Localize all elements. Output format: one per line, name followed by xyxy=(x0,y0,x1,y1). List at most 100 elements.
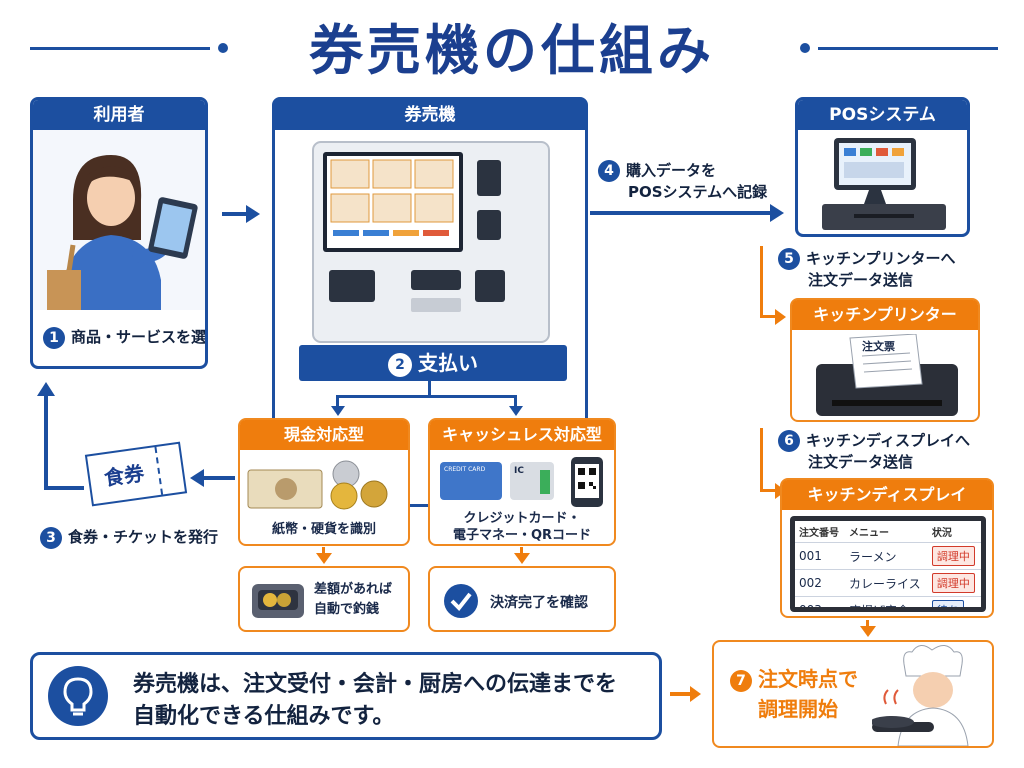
ticket-icon: 食券 xyxy=(84,441,188,507)
col-order-no: 注文番号 xyxy=(795,521,845,543)
row-order-no: 002 xyxy=(795,569,845,597)
title-line-right xyxy=(818,47,998,50)
col-menu: メニュー xyxy=(844,521,928,543)
step-5-line-1: キッチンプリンターへ xyxy=(806,249,956,268)
pos-box-header: POSシステム xyxy=(798,100,967,130)
arrow-ticket-up-head xyxy=(37,382,55,396)
arrow-user-to-machine-head xyxy=(246,205,260,223)
status-badge: 調理中 xyxy=(931,573,975,593)
pos-to-printer-head xyxy=(775,309,786,325)
status-badge: 調理中 xyxy=(931,546,975,566)
credit-card-icon: CREDIT CARD xyxy=(440,462,502,500)
credit-card-label: CREDIT CARD xyxy=(444,466,486,473)
cook-line-1: 注文時点で xyxy=(758,667,858,691)
payment-complete-box: 決済完了を確認 xyxy=(428,566,616,632)
pay-label: 支払い xyxy=(418,351,478,375)
status-badge: 待ち xyxy=(931,600,964,607)
change-box: 差額があれば 自動で釣銭 xyxy=(238,566,410,632)
split-connector-left xyxy=(336,395,339,407)
arrow-machine-to-pos xyxy=(590,211,772,215)
cash-box-header: 現金対応型 xyxy=(240,420,408,450)
page-title: 券売機の仕組み xyxy=(309,19,715,82)
arrow-user-to-machine xyxy=(222,212,248,216)
row-order-no: 003 xyxy=(795,596,845,607)
row-menu: ラーメン xyxy=(844,542,928,570)
step-6-line-1: キッチンディスプレイへ xyxy=(806,431,970,450)
cashless-caption-line-1: クレジットカード・ xyxy=(463,511,581,526)
cashless-down-head xyxy=(514,553,530,564)
summary-line-1: 券売機は、注文受付・会計・厨房への伝達までを xyxy=(133,672,618,697)
cash-down-head xyxy=(316,553,332,564)
change-text-line-1: 差額があれば xyxy=(314,582,393,597)
split-arrow-right-head xyxy=(509,406,523,416)
step-5-line-2: 注文データ送信 xyxy=(808,271,914,289)
step-7-badge: 7 xyxy=(730,669,752,692)
step-4-line-2: POSシステムへ記録 xyxy=(628,183,768,201)
arrow-to-ticket xyxy=(203,476,235,480)
table-row: 002 カレーライス 調理中 xyxy=(795,569,981,597)
machine-box-header: 券売機 xyxy=(275,100,585,130)
pos-to-printer-line-h xyxy=(760,315,776,318)
col-status: 状況 xyxy=(927,521,981,543)
summary-to-cook-line xyxy=(670,692,692,696)
user-box: 利用者 1 商品・サービスを選ぶ xyxy=(30,97,208,369)
cook-line-2: 調理開始 xyxy=(758,697,838,721)
cashless-box: キャッシュレス対応型 CREDIT CARD IC クレジットカード・ 電子マネ… xyxy=(428,418,616,546)
step-4-line-1: 購入データを xyxy=(626,161,717,180)
cash-down-line xyxy=(322,547,325,555)
pos-box: POSシステム xyxy=(795,97,970,237)
printer-paper-label: 注文票 xyxy=(862,340,895,353)
user-box-header: 利用者 xyxy=(33,100,205,130)
title-dot-right xyxy=(800,43,810,53)
printer-box: キッチンプリンター 注文票 xyxy=(790,298,980,422)
arrow-ticket-up-h xyxy=(44,486,84,490)
split-arrow-left-head xyxy=(331,406,345,416)
qr-phone-icon xyxy=(571,457,603,507)
printer-box-header: キッチンプリンター xyxy=(792,300,978,330)
step-5-badge: 5 xyxy=(778,248,800,270)
title-dot-left xyxy=(218,43,228,53)
kitchen-order-table: 注文番号 メニュー 状況 001 ラーメン 調理中 002 カレーライス 調理中 xyxy=(795,521,981,607)
cook-box: 7 注文時点で 調理開始 xyxy=(712,640,994,748)
kitchen-printer-icon xyxy=(816,334,958,416)
summary-line-2: 自動化できる仕組みです。 xyxy=(133,704,395,729)
pos-to-printer-line xyxy=(760,246,763,318)
row-menu: カレーライス xyxy=(844,569,928,597)
ic-card-label: IC xyxy=(514,466,524,476)
row-menu: 唐揚げ定食 xyxy=(844,596,928,607)
summary-box: 券売機は、注文受付・会計・厨房への伝達までを 自動化できる仕組みです。 xyxy=(30,652,662,740)
split-connector-right xyxy=(514,395,517,407)
change-tray-icon xyxy=(252,584,304,618)
step-2-badge: 2 xyxy=(388,352,412,377)
person-tablet-icon xyxy=(33,130,205,310)
step-6-line-2: 注文データ送信 xyxy=(808,453,914,471)
step-6-badge: 6 xyxy=(778,430,800,452)
change-text-line-2: 自動で釣銭 xyxy=(314,602,380,617)
check-circle-icon xyxy=(444,584,478,618)
ic-card-icon: IC xyxy=(510,462,554,500)
summary-to-cook-head xyxy=(690,686,701,702)
cashless-box-header: キャッシュレス対応型 xyxy=(430,420,614,450)
lightbulb-icon xyxy=(48,666,108,726)
pos-register-icon xyxy=(822,138,946,230)
chef-cooking-icon xyxy=(872,645,969,746)
step-1-badge: 1 xyxy=(43,326,65,349)
step-3-badge: 3 xyxy=(40,526,62,549)
display-box-header: キッチンディスプレイ xyxy=(782,480,992,510)
arrow-ticket-up-v xyxy=(44,396,48,490)
cash-box: 現金対応型 紙幣・硬貨を識別 xyxy=(238,418,410,546)
cash-caption: 紙幣・硬貨を識別 xyxy=(271,522,376,537)
cashless-caption-line-2: 電子マネー・QRコード xyxy=(452,528,592,543)
step-3-text: 食券・チケットを発行 xyxy=(68,528,219,546)
row-order-no: 001 xyxy=(795,542,845,570)
display-to-cook-head xyxy=(860,626,876,637)
title-line-left xyxy=(30,47,210,50)
step-4-badge: 4 xyxy=(598,160,620,182)
arrow-to-ticket-head xyxy=(190,469,204,487)
table-row: 001 ラーメン 調理中 xyxy=(795,542,981,570)
printer-to-display-line xyxy=(760,428,763,492)
arrow-machine-to-pos-head xyxy=(770,204,784,222)
display-screen: 注文番号 メニュー 状況 001 ラーメン 調理中 002 カレーライス 調理中 xyxy=(790,516,986,612)
step-1-text: 商品・サービスを選ぶ xyxy=(71,328,208,346)
